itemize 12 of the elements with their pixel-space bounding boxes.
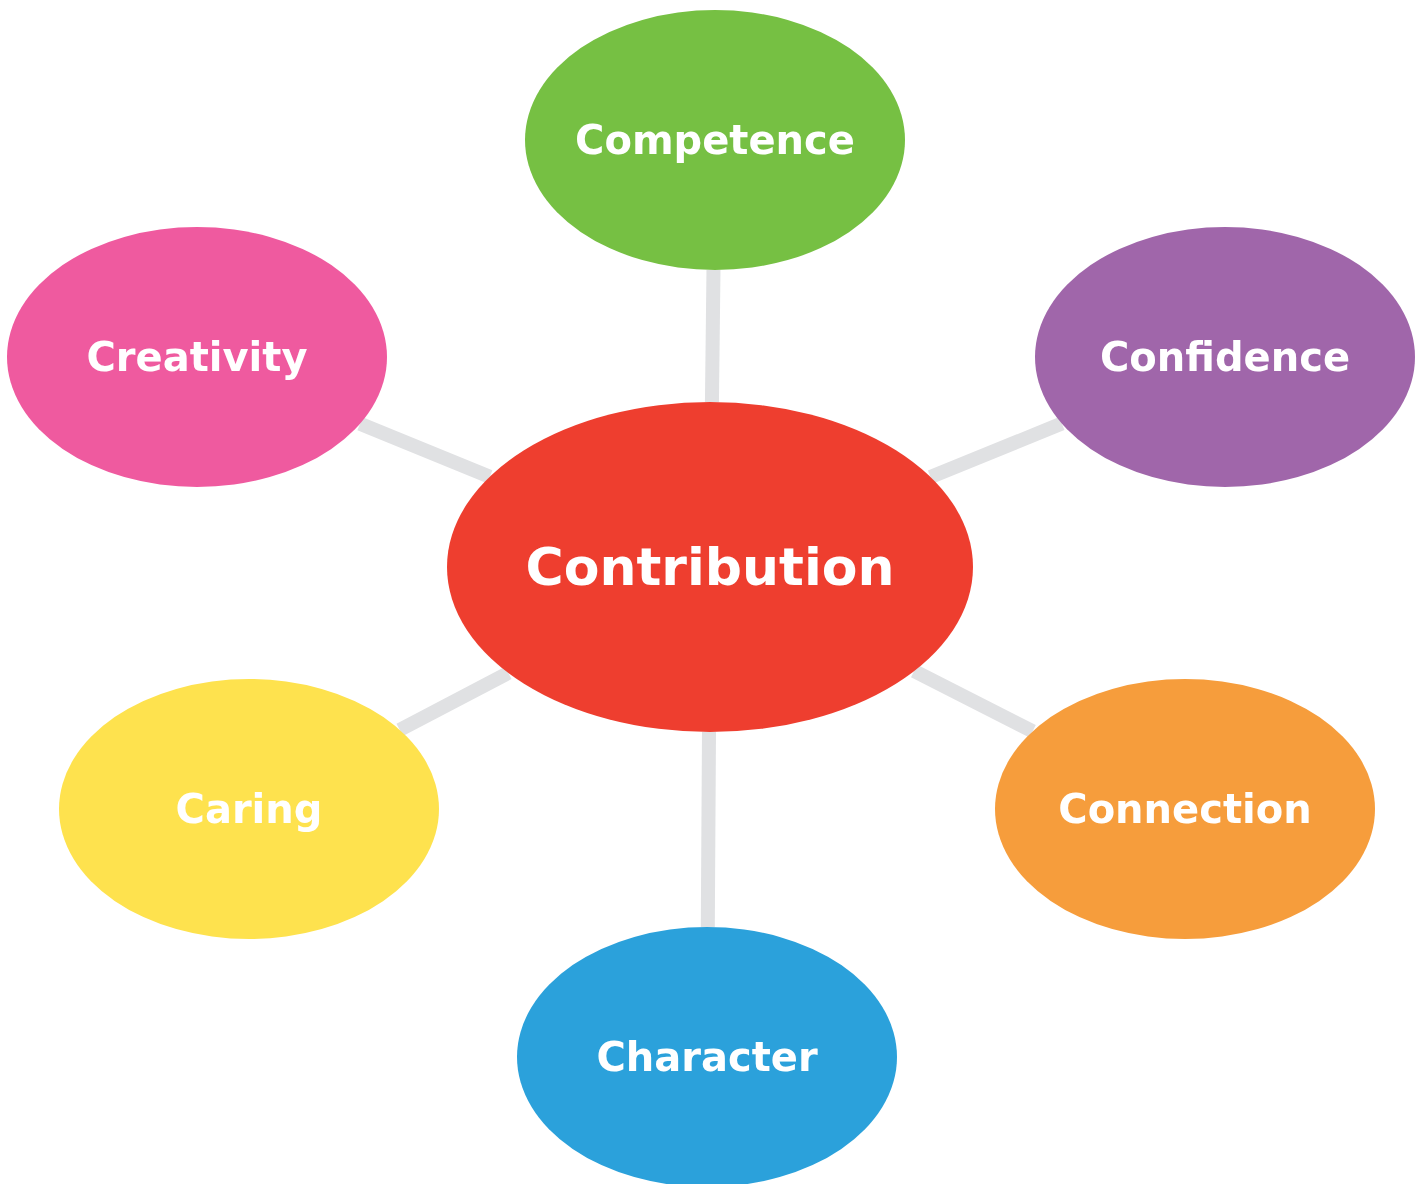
connector-line xyxy=(910,664,1036,738)
connector-line xyxy=(700,731,716,928)
node-label: Character xyxy=(596,1034,818,1080)
node-label: Creativity xyxy=(86,334,308,380)
node-label: Contribution xyxy=(525,537,895,597)
node-label: Connection xyxy=(1058,786,1312,832)
connector-line xyxy=(357,417,493,484)
node-label: Confidence xyxy=(1099,334,1350,380)
connector-line xyxy=(704,269,721,403)
node-label: Caring xyxy=(175,786,323,832)
connector-line xyxy=(927,417,1065,484)
node-label: Competence xyxy=(575,117,855,163)
